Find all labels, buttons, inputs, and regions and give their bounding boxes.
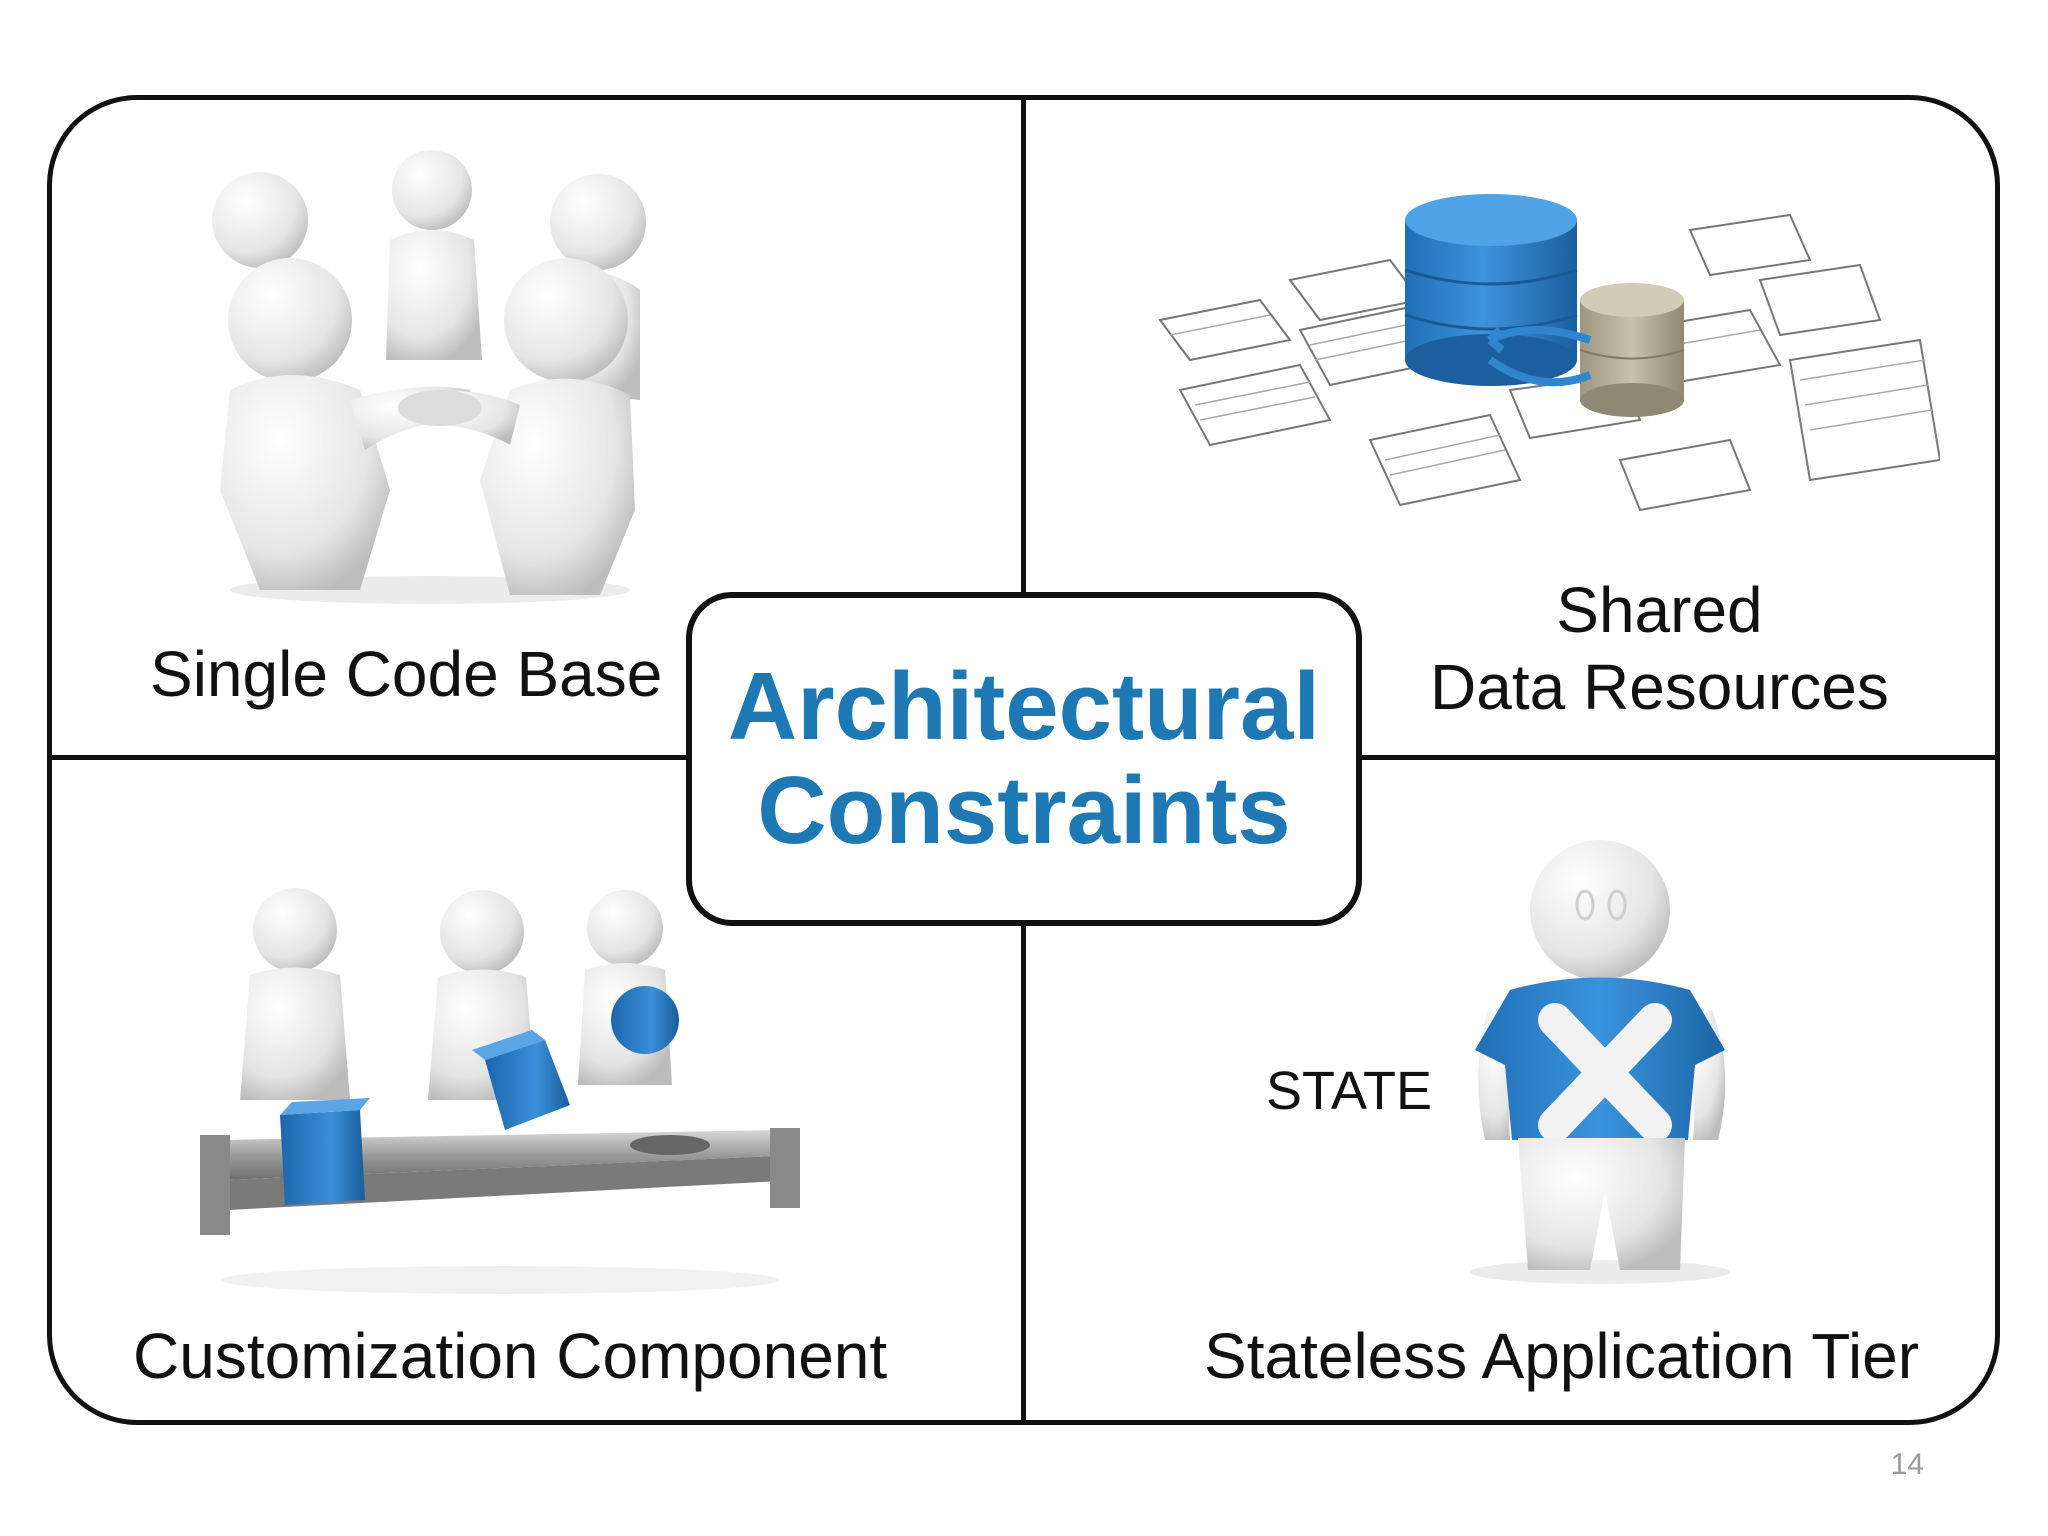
title-line-constraints: Constraints	[757, 757, 1291, 864]
stateless-application-tier-label: Stateless Application Tier	[1204, 1320, 1920, 1392]
title-line-architectural: Architectural	[727, 653, 1321, 761]
single-code-base-label: Single Code Base	[150, 638, 663, 710]
shared-data-resources-line2: Data Resources	[1430, 650, 1889, 723]
team-huddle-icon	[212, 150, 646, 604]
center-title-box: Architectural Constraints	[686, 592, 1362, 926]
shared-data-resources-line1: Shared	[1556, 574, 1763, 646]
database-schema-icon	[1158, 194, 1940, 512]
state-label: STATE	[1266, 1061, 1433, 1121]
stateless-figure-icon	[1470, 840, 1730, 1284]
page-number: 14	[1890, 1448, 1924, 1481]
customization-component-label: Customization Component	[133, 1320, 888, 1392]
shared-data-resources-label: Shared Data Resources	[1430, 572, 1889, 726]
customization-figures-icon	[200, 888, 800, 1294]
